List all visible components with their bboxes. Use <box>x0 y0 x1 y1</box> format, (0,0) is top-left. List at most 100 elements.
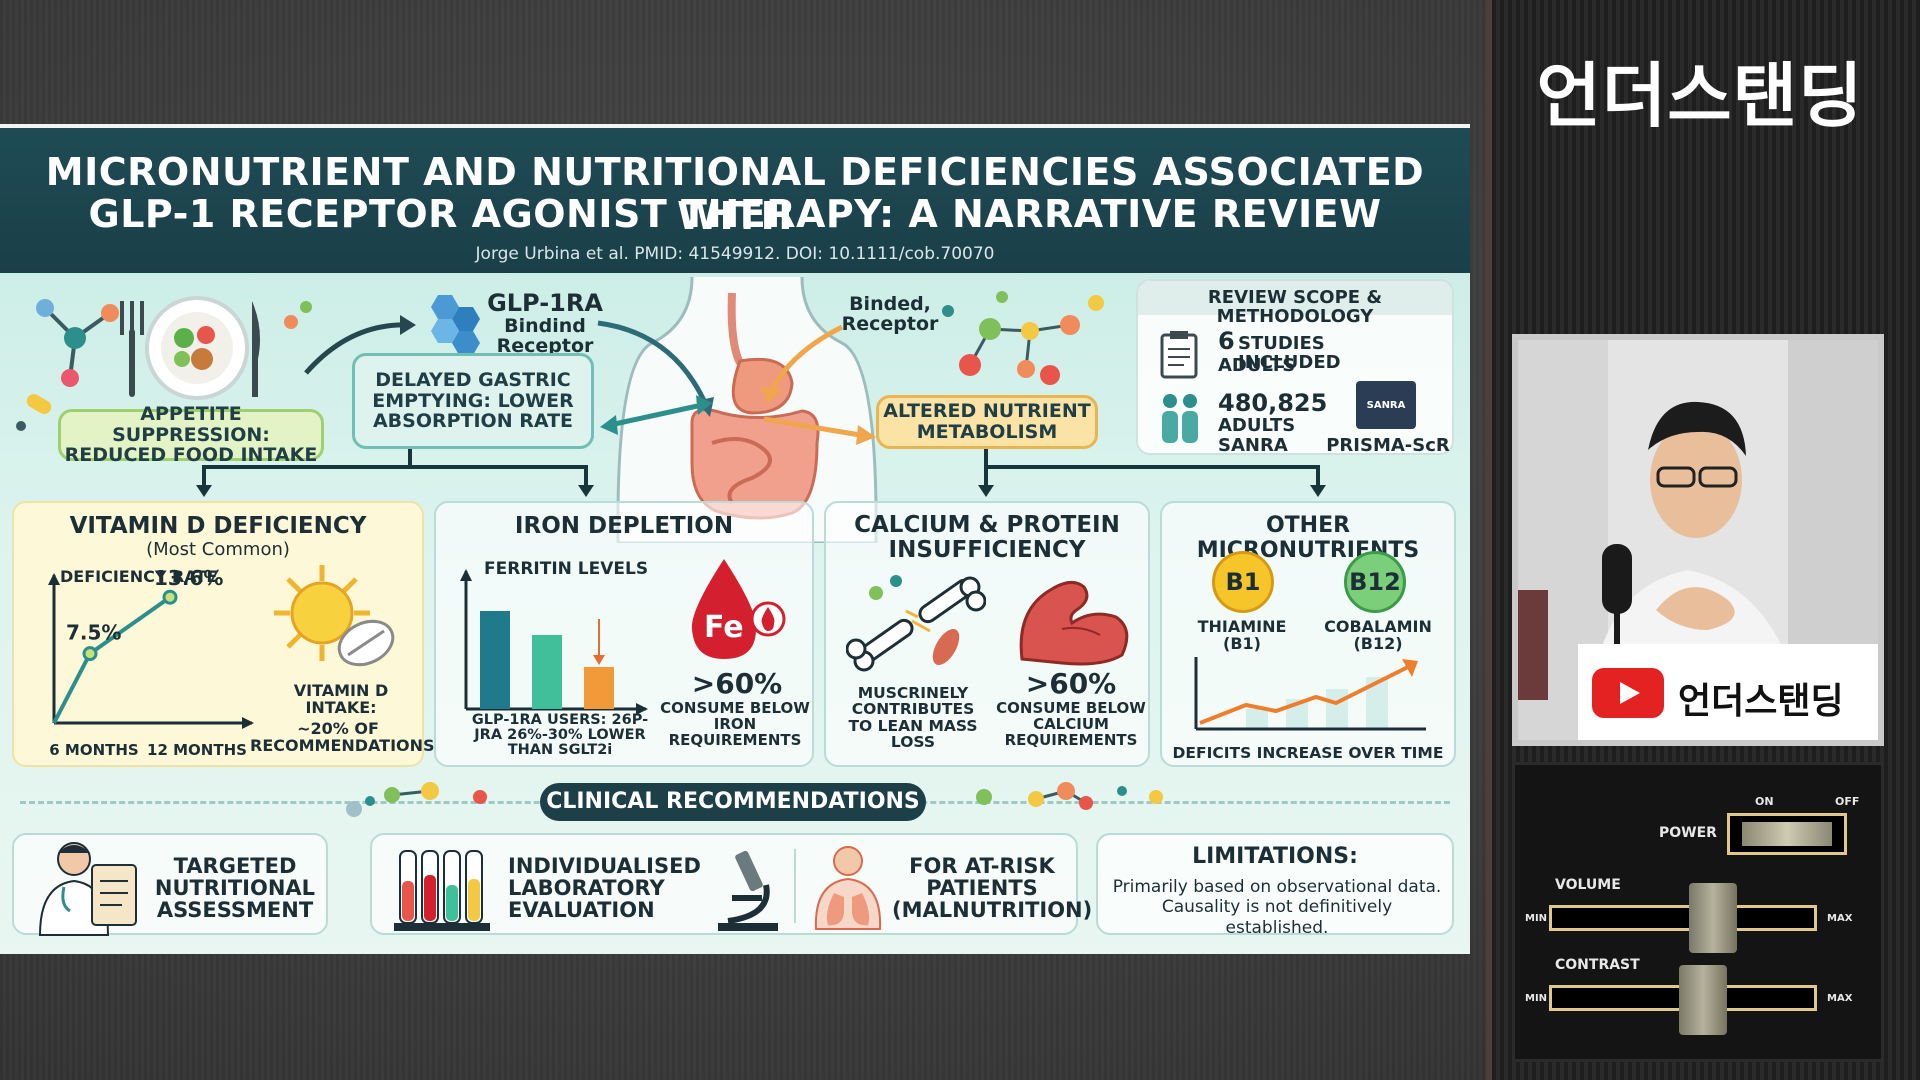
molecule-icon <box>36 299 119 387</box>
decor-dot <box>300 301 312 313</box>
volume-max-label: MAX <box>1827 913 1853 924</box>
contrast-max-label: MAX <box>1827 993 1853 1004</box>
volume-min-label: MIN <box>1525 913 1548 924</box>
deficiency-rate-label: DEFICIENCY RATE <box>60 567 218 586</box>
youtube-channel-bar: 언더스탠딩 <box>1578 644 1878 740</box>
vitamin-d-intake-value: ~20% OF RECOMMENDATIONS <box>250 719 435 755</box>
muscle-loss-label: MUSCRINELY CONTRIBUTES TO LEAN MASS LOSS <box>848 684 978 751</box>
ferritin-bar-chart <box>460 569 648 715</box>
review-scope-card: REVIEW SCOPE & METHODOLOGY 6 STUDIES INC… <box>1136 279 1454 455</box>
ferritin-bar <box>480 611 510 709</box>
arrow-icon <box>763 416 876 445</box>
slide-body: APPETITE SUPPRESSION: REDUCED FOOD INTAK… <box>0 273 1470 954</box>
prisma-label: PRISMA-ScR <box>1326 435 1450 456</box>
vitamin-d-subtitle: (Most Common) <box>146 539 290 560</box>
studies-label: STUDIES INCLUDED <box>1238 333 1341 373</box>
volume-slider-knob[interactable] <box>1689 883 1737 953</box>
infographic-slide: MICRONUTRIENT AND NUTRITIONAL DEFICIENCI… <box>0 124 1470 954</box>
iron-percentage: >60% <box>691 667 783 700</box>
thiamine-label: THIAMINE (B1) <box>1197 617 1287 653</box>
on-label: ON <box>1755 795 1774 808</box>
contrast-label: CONTRAST <box>1555 957 1640 973</box>
salad-plate-icon <box>145 296 249 400</box>
youtube-logo-icon <box>1592 668 1664 718</box>
ferritin-levels-label: FERRITIN LEVELS <box>484 559 649 579</box>
iron-depletion-card: IRON DEPLETION FERRITIN LEVELS GLP-1RA U… <box>434 501 814 767</box>
other-micronutrients-title: OTHER MICRONUTRIENTS <box>1196 513 1420 563</box>
power-switch[interactable] <box>1727 813 1847 855</box>
blood-drop-icon: Fe <box>691 559 786 659</box>
iron-percentage-label: CONSUME BELOW IRON REQUIREMENTS <box>660 699 810 749</box>
ferritin-bar <box>532 635 562 709</box>
volume-slider[interactable] <box>1549 905 1817 931</box>
vitamin-d-title: VITAMIN D DEFICIENCY <box>69 513 367 539</box>
calcium-protein-card: CALCIUM & PROTEIN INSUFFICIENCY MUSCRINE… <box>824 501 1150 767</box>
adults-count: 480,825 <box>1218 389 1328 417</box>
molecules-icon <box>942 291 1104 385</box>
fe-symbol: Fe <box>704 610 744 645</box>
vitamin-d-card: VITAMIN D DEFICIENCY (Most Common) DEFIC… <box>12 501 435 767</box>
binded-receptor-label: Binded, Receptor <box>841 293 939 335</box>
adults-label: ADULTS <box>1218 415 1296 436</box>
decor-dot <box>16 421 26 431</box>
calcium-protein-title: CALCIUM & PROTEIN INSUFFICIENCY <box>854 512 1120 564</box>
vitamin-d-point-6m <box>82 646 98 662</box>
pill-icon <box>26 394 52 414</box>
people-icon <box>1162 394 1198 443</box>
contrast-slider-knob[interactable] <box>1679 965 1727 1035</box>
molecules-icon <box>346 782 487 817</box>
citation: Jorge Urbina et al. PMID: 41549912. DOI:… <box>475 244 995 264</box>
x-label-6-months: 6 MONTHS <box>49 741 139 759</box>
clinical-recommendations-banner: CLINICAL RECOMMENDATIONS <box>540 783 926 821</box>
studies-count: 6 <box>1218 327 1235 355</box>
connector-lines <box>196 449 594 497</box>
arrow-icon <box>760 324 844 403</box>
retro-control-panel: ON OFF POWER VOLUME MIN MAX CONTRAST MIN… <box>1512 762 1884 1062</box>
doctor-clipboard-icon <box>38 842 137 936</box>
sanra-label: SANRA <box>1218 435 1288 456</box>
clipboard-icon <box>1160 331 1198 379</box>
vitamin-d-line-chart: 7.5% 13.6% <box>48 569 254 729</box>
slide-title-line-2: GLP-1 RECEPTOR AGONIST THERAPY: A NARRAT… <box>88 192 1382 236</box>
microscope-icon <box>718 850 778 931</box>
slide-title-line-1: MICRONUTRIENT AND NUTRITIONAL DEFICIENCI… <box>45 150 1425 238</box>
calcium-percentage: >60% <box>1025 667 1117 700</box>
vitamin-b12-icon: B12 <box>1344 551 1406 613</box>
iron-caption: GLP-1RA USERS: 26P-JRA 26%-30% LOWER THA… <box>471 712 649 759</box>
connector-lines <box>978 449 1326 497</box>
iron-depletion-title: IRON DEPLETION <box>514 513 734 539</box>
knife-icon <box>252 301 260 397</box>
targeted-assessment-label: TARGETED NUTRITIONAL ASSESSMENT <box>154 854 316 923</box>
slide-header: MICRONUTRIENT AND NUTRITIONAL DEFICIENCI… <box>0 128 1470 273</box>
sanra-badge-icon: SANRA <box>1356 381 1416 429</box>
molecules-icon <box>976 782 1163 810</box>
test-tubes-icon <box>394 850 490 931</box>
limitations-card: LIMITATIONS: Primarily based on observat… <box>1096 833 1454 938</box>
calcium-percentage-label: CONSUME BELOW CALCIUM REQUIREMENTS <box>996 699 1146 749</box>
glp1ra-title: GLP-1RA <box>487 289 603 317</box>
channel-title: 언더스탠딩 <box>1536 55 1864 137</box>
off-label: OFF <box>1835 795 1860 808</box>
deficits-trend-label: DEFICITS INCREASE OVER TIME <box>1172 744 1444 762</box>
broken-bone-icon <box>846 575 986 672</box>
limitations-title: LIMITATIONS: <box>1192 844 1358 869</box>
at-risk-patients-label: FOR AT-RISK PATIENTS (MALNUTRITION) <box>892 854 1093 923</box>
contrast-min-label: MIN <box>1525 993 1548 1004</box>
lab-evaluation-label: INDIVIDUALISED LABORATORY EVALUATION <box>508 854 701 923</box>
volume-label: VOLUME <box>1555 877 1621 893</box>
decor-dot <box>284 315 298 329</box>
power-label: POWER <box>1659 825 1717 841</box>
sun-pill-icon <box>274 565 395 667</box>
limitations-body: Primarily based on observational data. C… <box>1112 877 1442 938</box>
lab-evaluation-card: INDIVIDUALISED LABORATORY EVALUATION FOR… <box>370 833 1093 935</box>
studies-sub: ADULTS <box>1218 355 1296 376</box>
appetite-suppression-label: APPETITE SUPPRESSION: REDUCED FOOD INTAK… <box>58 403 324 466</box>
altered-nutrient-metabolism-label: ALTERED NUTRIENT METABOLISM <box>876 395 1098 449</box>
delayed-gastric-emptying-label: DELAYED GASTRIC EMPTYING: LOWER ABSORPTI… <box>352 353 594 449</box>
vitamin-d-intake-label: VITAMIN D INTAKE: <box>293 681 389 717</box>
hexagon-molecule-icon <box>431 295 480 355</box>
youtube-channel-label: 언더스탠딩 <box>1678 681 1844 722</box>
arrow-icon <box>304 315 416 375</box>
vitamin-b1-icon: B1 <box>1212 551 1274 613</box>
